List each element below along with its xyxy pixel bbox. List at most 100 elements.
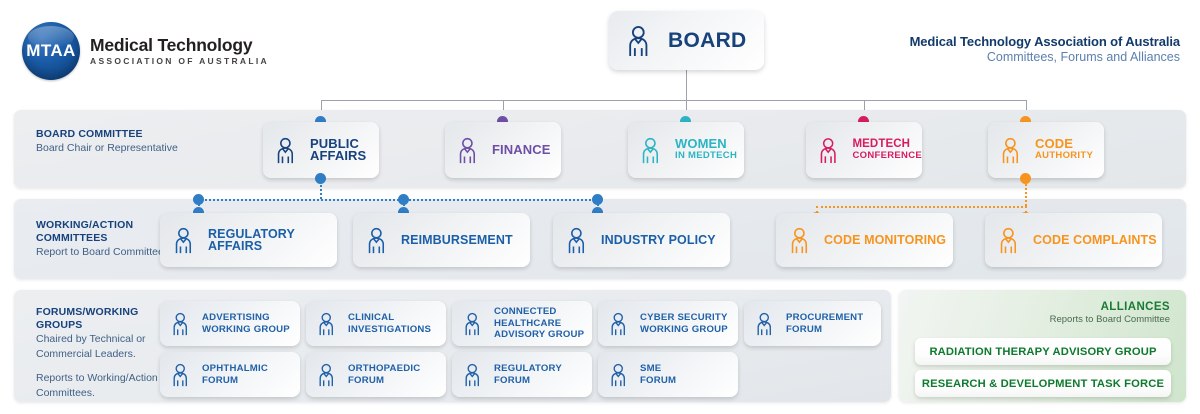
node-label-line3: ADVISORY GROUP	[494, 329, 585, 341]
dotted-bus-code-committees	[816, 206, 1027, 208]
node-ophthalmic-forum[interactable]: OPHTHALMIC FORUM	[160, 352, 300, 397]
person-icon	[173, 363, 187, 386]
node-regulatory-affairs[interactable]: REGULATORY AFFAIRS	[160, 213, 337, 267]
node-label-line2: CONFERENCE	[852, 150, 922, 161]
node-advertising-working-group[interactable]: ADVERTISING WORKING GROUP	[160, 301, 300, 346]
node-code-monitoring[interactable]: CODE MONITORING	[776, 213, 953, 267]
working-committees-title-line2: COMMITTEES	[36, 232, 108, 244]
node-label: PROCUREMENT FORUM	[786, 312, 863, 335]
node-label: REGULATORY FORUM	[494, 363, 562, 386]
logo-line-2: ASSOCIATION OF AUSTRALIA	[90, 56, 269, 66]
person-icon	[791, 227, 808, 253]
node-label-line1: CODE	[1035, 135, 1073, 151]
person-icon	[319, 312, 333, 335]
dot-code-authority-bottom	[1020, 173, 1031, 184]
mtaa-logo-text: MTAA	[26, 41, 76, 60]
node-orthopaedic-forum[interactable]: ORTHOPAEDIC FORUM	[306, 352, 446, 397]
node-label-line2: WORKING GROUP	[640, 323, 728, 335]
logo-line-1: Medical Technology	[90, 35, 253, 55]
node-research-development-task-force[interactable]: RESEARCH & DEVELOPMENT TASK FORCE	[915, 370, 1171, 397]
node-cyber-security-working-group[interactable]: CYBER SECURITY WORKING GROUP	[598, 301, 738, 346]
node-industry-policy[interactable]: INDUSTRY POLICY	[553, 213, 730, 267]
alliances-subtitle: Reports to Board Committee	[1049, 314, 1170, 325]
node-label: INDUSTRY POLICY	[601, 232, 716, 247]
person-icon	[465, 363, 479, 386]
node-label: CODE COMPLAINTS	[1033, 232, 1157, 247]
node-label-line1: SME	[640, 363, 662, 374]
person-icon	[1002, 137, 1019, 163]
node-label-line1: REGULATORY	[494, 363, 562, 374]
working-committees-title-line1: WORKING/ACTION	[36, 219, 134, 231]
person-icon	[568, 227, 585, 253]
node-label-line2: AUTHORITY	[1035, 150, 1094, 161]
node-label: ADVERTISING WORKING GROUP	[202, 312, 290, 335]
node-label: FINANCE	[492, 141, 551, 157]
dot-regulatory-affairs-top	[193, 207, 204, 218]
page-title: Medical Technology Association of Austra…	[909, 34, 1181, 49]
node-label-line1: CONNECTED	[494, 306, 557, 318]
dotted-drop-regulatory-affairs	[198, 200, 200, 210]
page-title-block: Medical Technology Association of Austra…	[909, 34, 1181, 64]
node-women-in-medtech[interactable]: WOMEN IN MEDTECH	[628, 122, 744, 178]
node-board[interactable]: BOARD	[609, 11, 764, 70]
node-label-line2: FORUM	[786, 323, 823, 335]
node-label-line1: CYBER SECURITY	[640, 312, 728, 323]
node-finance[interactable]: FINANCE	[445, 122, 561, 178]
person-icon	[319, 363, 333, 386]
node-label: MEDTECH CONFERENCE	[852, 138, 922, 163]
forums-subtitle2-line2: Committees.	[36, 386, 95, 399]
alliances-heading: ALLIANCES Reports to Board Committee	[1050, 301, 1170, 325]
node-public-affairs[interactable]: PUBLIC AFFAIRS	[263, 122, 379, 178]
board-label: BOARD	[668, 28, 747, 52]
node-label-line1: ADVERTISING	[202, 312, 270, 323]
node-label-line2: FORUM	[348, 374, 385, 386]
node-connected-healthcare-advisory-group[interactable]: CONNECTED HEALTHCARE ADVISORY GROUP	[452, 301, 592, 346]
node-label: ORTHOPAEDIC FORUM	[348, 363, 420, 386]
forums-subtitle2-line1: Reports to Working/Action	[36, 372, 158, 384]
dot-reimbursement-top	[398, 207, 409, 218]
person-icon	[368, 227, 385, 253]
board-committee-title: BOARD COMMITTEE	[36, 128, 143, 140]
node-label: OPHTHALMIC FORUM	[202, 363, 268, 386]
person-icon	[642, 137, 659, 163]
node-label: CLINICAL INVESTIGATIONS	[348, 312, 431, 335]
node-label-line2: AFFAIRS	[208, 239, 263, 253]
node-medtech-conference[interactable]: MEDTECH CONFERENCE	[806, 122, 922, 178]
node-regulatory-forum[interactable]: REGULATORY FORUM	[452, 352, 592, 397]
forums-subtitle-line2: Commercial Leaders.	[36, 347, 136, 360]
person-icon	[173, 312, 187, 335]
dot-finance-top	[497, 116, 508, 127]
page-subtitle: Committees, Forums and Alliances	[986, 50, 1180, 64]
dotted-drop-code-complaints	[1025, 206, 1027, 217]
node-clinical-investigations[interactable]: CLINICAL INVESTIGATIONS	[306, 301, 446, 346]
person-icon	[629, 25, 648, 56]
node-label-line2: INVESTIGATIONS	[348, 323, 432, 335]
board-committee-subtitle: Board Chair or Representative	[36, 142, 178, 154]
node-label-line1: ORTHOPAEDIC	[348, 363, 421, 374]
node-label: CYBER SECURITY WORKING GROUP	[640, 312, 728, 335]
dot-reimbursement-bus	[398, 194, 409, 205]
dot-medtech-conference-top	[858, 116, 869, 127]
dot-industry-policy-bus	[592, 194, 603, 205]
dotted-connector-public-affairs-down	[320, 181, 322, 199]
node-label-line1: PROCUREMENT	[786, 312, 864, 323]
node-code-authority[interactable]: CODE AUTHORITY	[988, 122, 1104, 178]
mtaa-logo-wordmark: Medical Technology ASSOCIATION OF AUSTRA…	[90, 35, 269, 67]
node-label-line1: CLINICAL	[348, 312, 395, 323]
forums-title-line1: FORUMS/WORKING	[36, 306, 139, 318]
person-icon	[757, 312, 771, 335]
node-label-line2: AFFAIRS	[310, 148, 367, 163]
working-committees-heading: WORKING/ACTION COMMITTEES Report to Boar…	[36, 219, 164, 260]
node-label-line2: FORUM	[202, 374, 239, 386]
node-reimbursement[interactable]: REIMBURSEMENT	[353, 213, 530, 267]
node-code-complaints[interactable]: CODE COMPLAINTS	[985, 213, 1162, 267]
dot-public-affairs-top	[315, 116, 326, 127]
forums-heading: FORUMS/WORKING GROUPS Chaired by Technic…	[36, 306, 158, 400]
node-procurement-forum[interactable]: PROCUREMENT FORUM	[744, 301, 881, 346]
node-radiation-therapy-advisory-group[interactable]: RADIATION THERAPY ADVISORY GROUP	[915, 338, 1171, 365]
node-label: SME FORUM	[640, 363, 676, 386]
node-sme-forum[interactable]: SME FORUM	[598, 352, 738, 397]
person-icon	[820, 137, 836, 163]
dotted-drop-reimbursement	[403, 200, 405, 210]
connector-board-stem	[686, 70, 687, 100]
